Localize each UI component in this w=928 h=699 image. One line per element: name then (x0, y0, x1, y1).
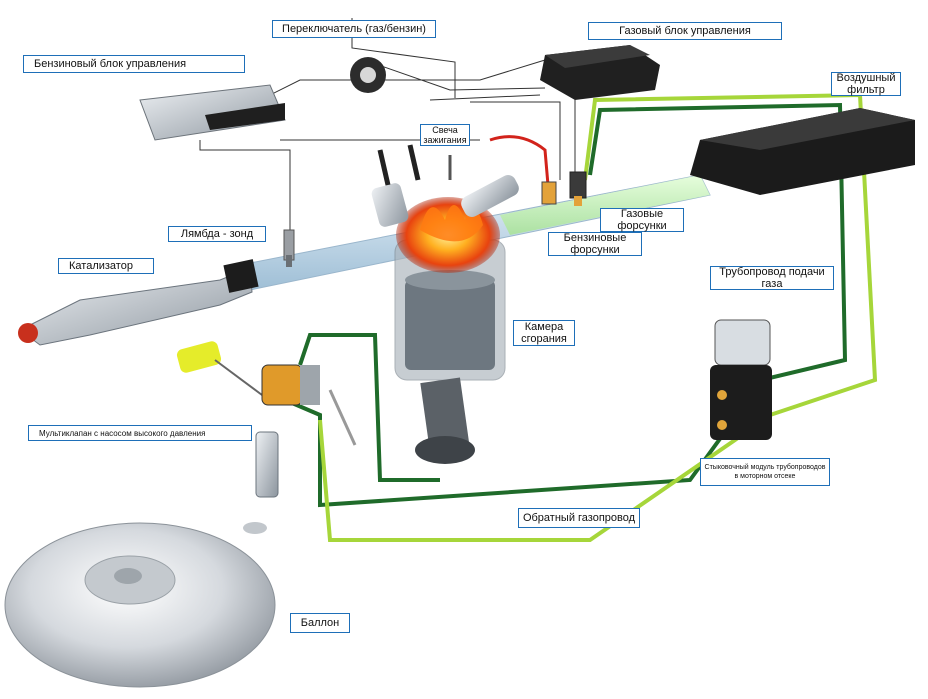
lambda-sensor (283, 229, 295, 267)
label-gas-supply-pipe: Трубопровод подачи газа (710, 266, 834, 290)
air-filter (690, 108, 915, 195)
gas-ecu (540, 45, 660, 100)
label-petrol-injectors: Бензиновые форсунки (548, 232, 642, 256)
label-gas-ecu: Газовый блок управления (588, 22, 782, 40)
lpg-tank (4, 522, 276, 688)
engine (371, 144, 519, 464)
label-docking-module: Стыковочный модуль трубопроводов в мотор… (700, 458, 830, 486)
label-gasoline-ecu: Бензиновый блок управления (23, 55, 245, 73)
label-catalyst: Катализатор (58, 258, 154, 274)
label-switch: Переключатель (газ/бензин) (272, 20, 436, 38)
fuel-switch (350, 57, 386, 93)
label-tank: Баллон (290, 613, 350, 633)
label-spark-plug: Свеча зажигания (420, 124, 470, 146)
injectors (489, 135, 587, 206)
multivalve (176, 341, 357, 534)
label-multivalve: Мультиклапан с насосом высокого давления (28, 425, 252, 441)
label-air-filter: Воздушный фильтр (831, 72, 901, 96)
gasoline-ecu (139, 84, 286, 141)
catalyst (18, 259, 259, 346)
docking-module (710, 319, 772, 440)
label-return-pipe: Обратный газопровод (518, 508, 640, 528)
label-gas-injectors: Газовые форсунки (600, 208, 684, 232)
label-combustion-chamber: Камера сгорания (513, 320, 575, 346)
label-lambda: Лямбда - зонд (168, 226, 266, 242)
